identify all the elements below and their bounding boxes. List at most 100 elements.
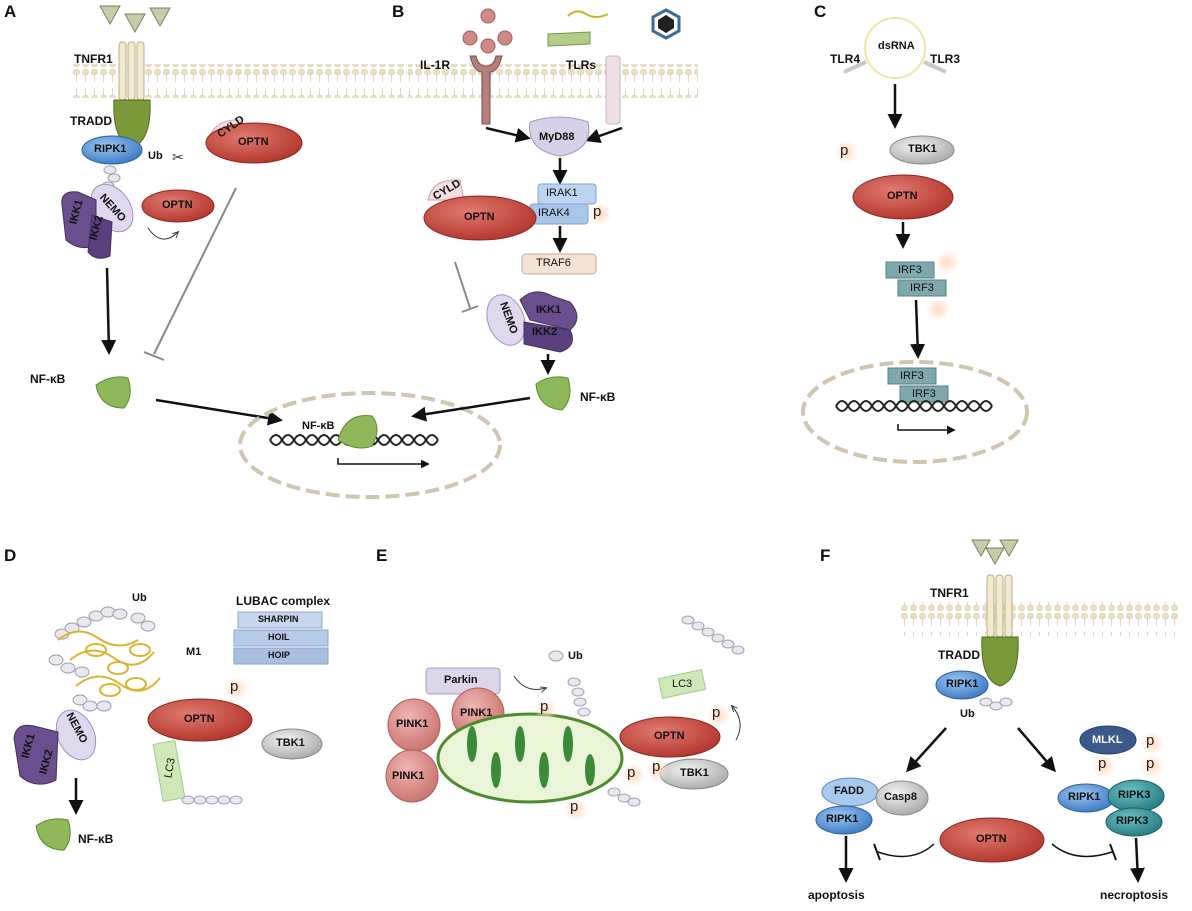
optn-e [619,716,721,758]
ub-chains-d [48,606,156,712]
lc3-text-e: LC3 [672,678,693,690]
nemo-b [486,294,526,346]
irf3-text-c-4: IRF3 [912,388,936,400]
irf3-text-c-3: IRF3 [900,370,924,382]
ripk1-text-necroptosis: RIPK1 [1068,791,1101,803]
panel-letter-d: D [4,546,17,565]
irak1-text: IRAK1 [546,187,578,199]
optn-text-d: OPTN [184,713,215,725]
irf3-c-2 [897,279,947,297]
pink1-text-e-2: PINK1 [460,707,493,719]
inhibit-line-a [153,187,237,355]
nfkb-d [35,818,71,851]
dsrna-label: dsRNA [878,40,915,52]
il1r-label: IL-1R [420,58,450,72]
m1-label: M1 [186,646,202,658]
necroptosis-label: necroptosis [1100,888,1169,902]
fadd-text: FADD [834,785,864,797]
nfkb-label-d: NF-κB [78,832,114,846]
tradd-label-f: TRADD [938,648,980,662]
ripk1-text-a: RIPK1 [94,143,127,155]
traf6 [521,253,597,275]
tbk1-text-c: TBK1 [908,143,937,155]
panel-letter-f: F [820,546,831,565]
panel-letter-c: C [814,2,827,21]
optn-text-f: OPTN [976,833,1007,845]
optn-text-a-mid: OPTN [162,199,193,211]
ripk3-text-2: RIPK3 [1116,815,1149,827]
optn-text-a-top: OPTN [238,136,269,148]
ikk-complex-d [13,724,59,785]
ikk-complex-b [519,291,578,331]
lubac-label: LUBAC complex [236,594,331,608]
phospho-label-b: p [593,203,602,220]
hoil-text: HOIL [268,632,290,642]
cyld-b [427,179,465,201]
optn-text-b: OPTN [464,211,495,223]
optn-text-c: OPTN [887,190,918,202]
optn-d [147,698,253,742]
tbk1-text-d: TBK1 [276,737,305,749]
panel-d [13,606,329,851]
ripk3-2 [1105,807,1163,837]
tnfr1-label-f: TNFR1 [930,586,969,600]
tnf-ligand-a2 [124,13,146,34]
nfkb-a [95,376,131,409]
panel-c [801,17,1029,464]
ripk1-a [81,135,143,165]
ripk1-f [935,670,989,700]
phospho-label-c: p [840,142,849,159]
hoip-text: HOIP [268,650,291,660]
ub-free-e [548,650,564,662]
optn-f [939,817,1045,863]
irf3-c-3 [887,367,937,385]
phospho-label-e-1: p [540,698,549,715]
myd88 [529,116,590,157]
arrow-nfkb-nucleus-b [411,396,531,422]
tnfr1-label-a: TNFR1 [74,52,113,66]
phospho-label-f-3: p [1146,755,1155,772]
phospho-label-e-4: p [652,758,661,775]
myd88-text: MyD88 [539,131,575,143]
pink1-text-e-3: PINK1 [392,770,425,782]
tlr4-label: TLR4 [830,52,860,66]
phospho-label-e-5: p [570,798,579,815]
hoil-box [233,629,329,647]
traf6-text: TRAF6 [536,257,571,269]
scissors-icon: ✂ [172,149,184,165]
lc3-d [152,739,186,803]
pink1-text-e-1: PINK1 [396,718,429,730]
phospho-label-e-3: p [627,764,636,781]
ikk2-text-b: IKK2 [532,326,558,338]
optn-a-top [205,122,303,164]
il1-ligands [462,8,513,54]
tbk1-d [261,728,323,760]
ikk1-text-b: IKK1 [536,304,562,316]
interaction-arrow-a [147,227,178,240]
nfkb-label-a: NF-κB [30,372,66,386]
tbk1-text-e: TBK1 [680,767,709,779]
irf3-text-c-1: IRF3 [898,264,922,276]
tlr3-c [923,60,947,74]
panel-b [408,8,698,422]
optn-b [423,195,537,241]
irak4-text: IRAK4 [538,207,570,219]
panel-a: ✂ [61,5,407,426]
phospho-label-d: p [230,678,239,695]
tnfr1-receptor-f [986,574,995,638]
hoip-box [233,647,329,665]
phospho-label-e-2: p [712,704,721,721]
panel-letter-e: E [376,546,388,565]
sharpin-box [237,611,323,629]
irf3-c-1 [885,261,935,279]
tradd-label-a: TRADD [70,114,112,128]
optn-a-mid [141,189,215,223]
ub-label-d: Ub [132,592,147,604]
tlr-receptor-b [605,55,621,125]
panel-letter-a: A [4,2,17,21]
panel-f [815,539,1180,883]
nfkb-label-nucleus: NF-κB [302,420,335,432]
sharpin-text: SHARPIN [258,614,299,624]
mlkl-text: MLKL [1092,734,1123,746]
optn-text-e: OPTN [654,730,685,742]
